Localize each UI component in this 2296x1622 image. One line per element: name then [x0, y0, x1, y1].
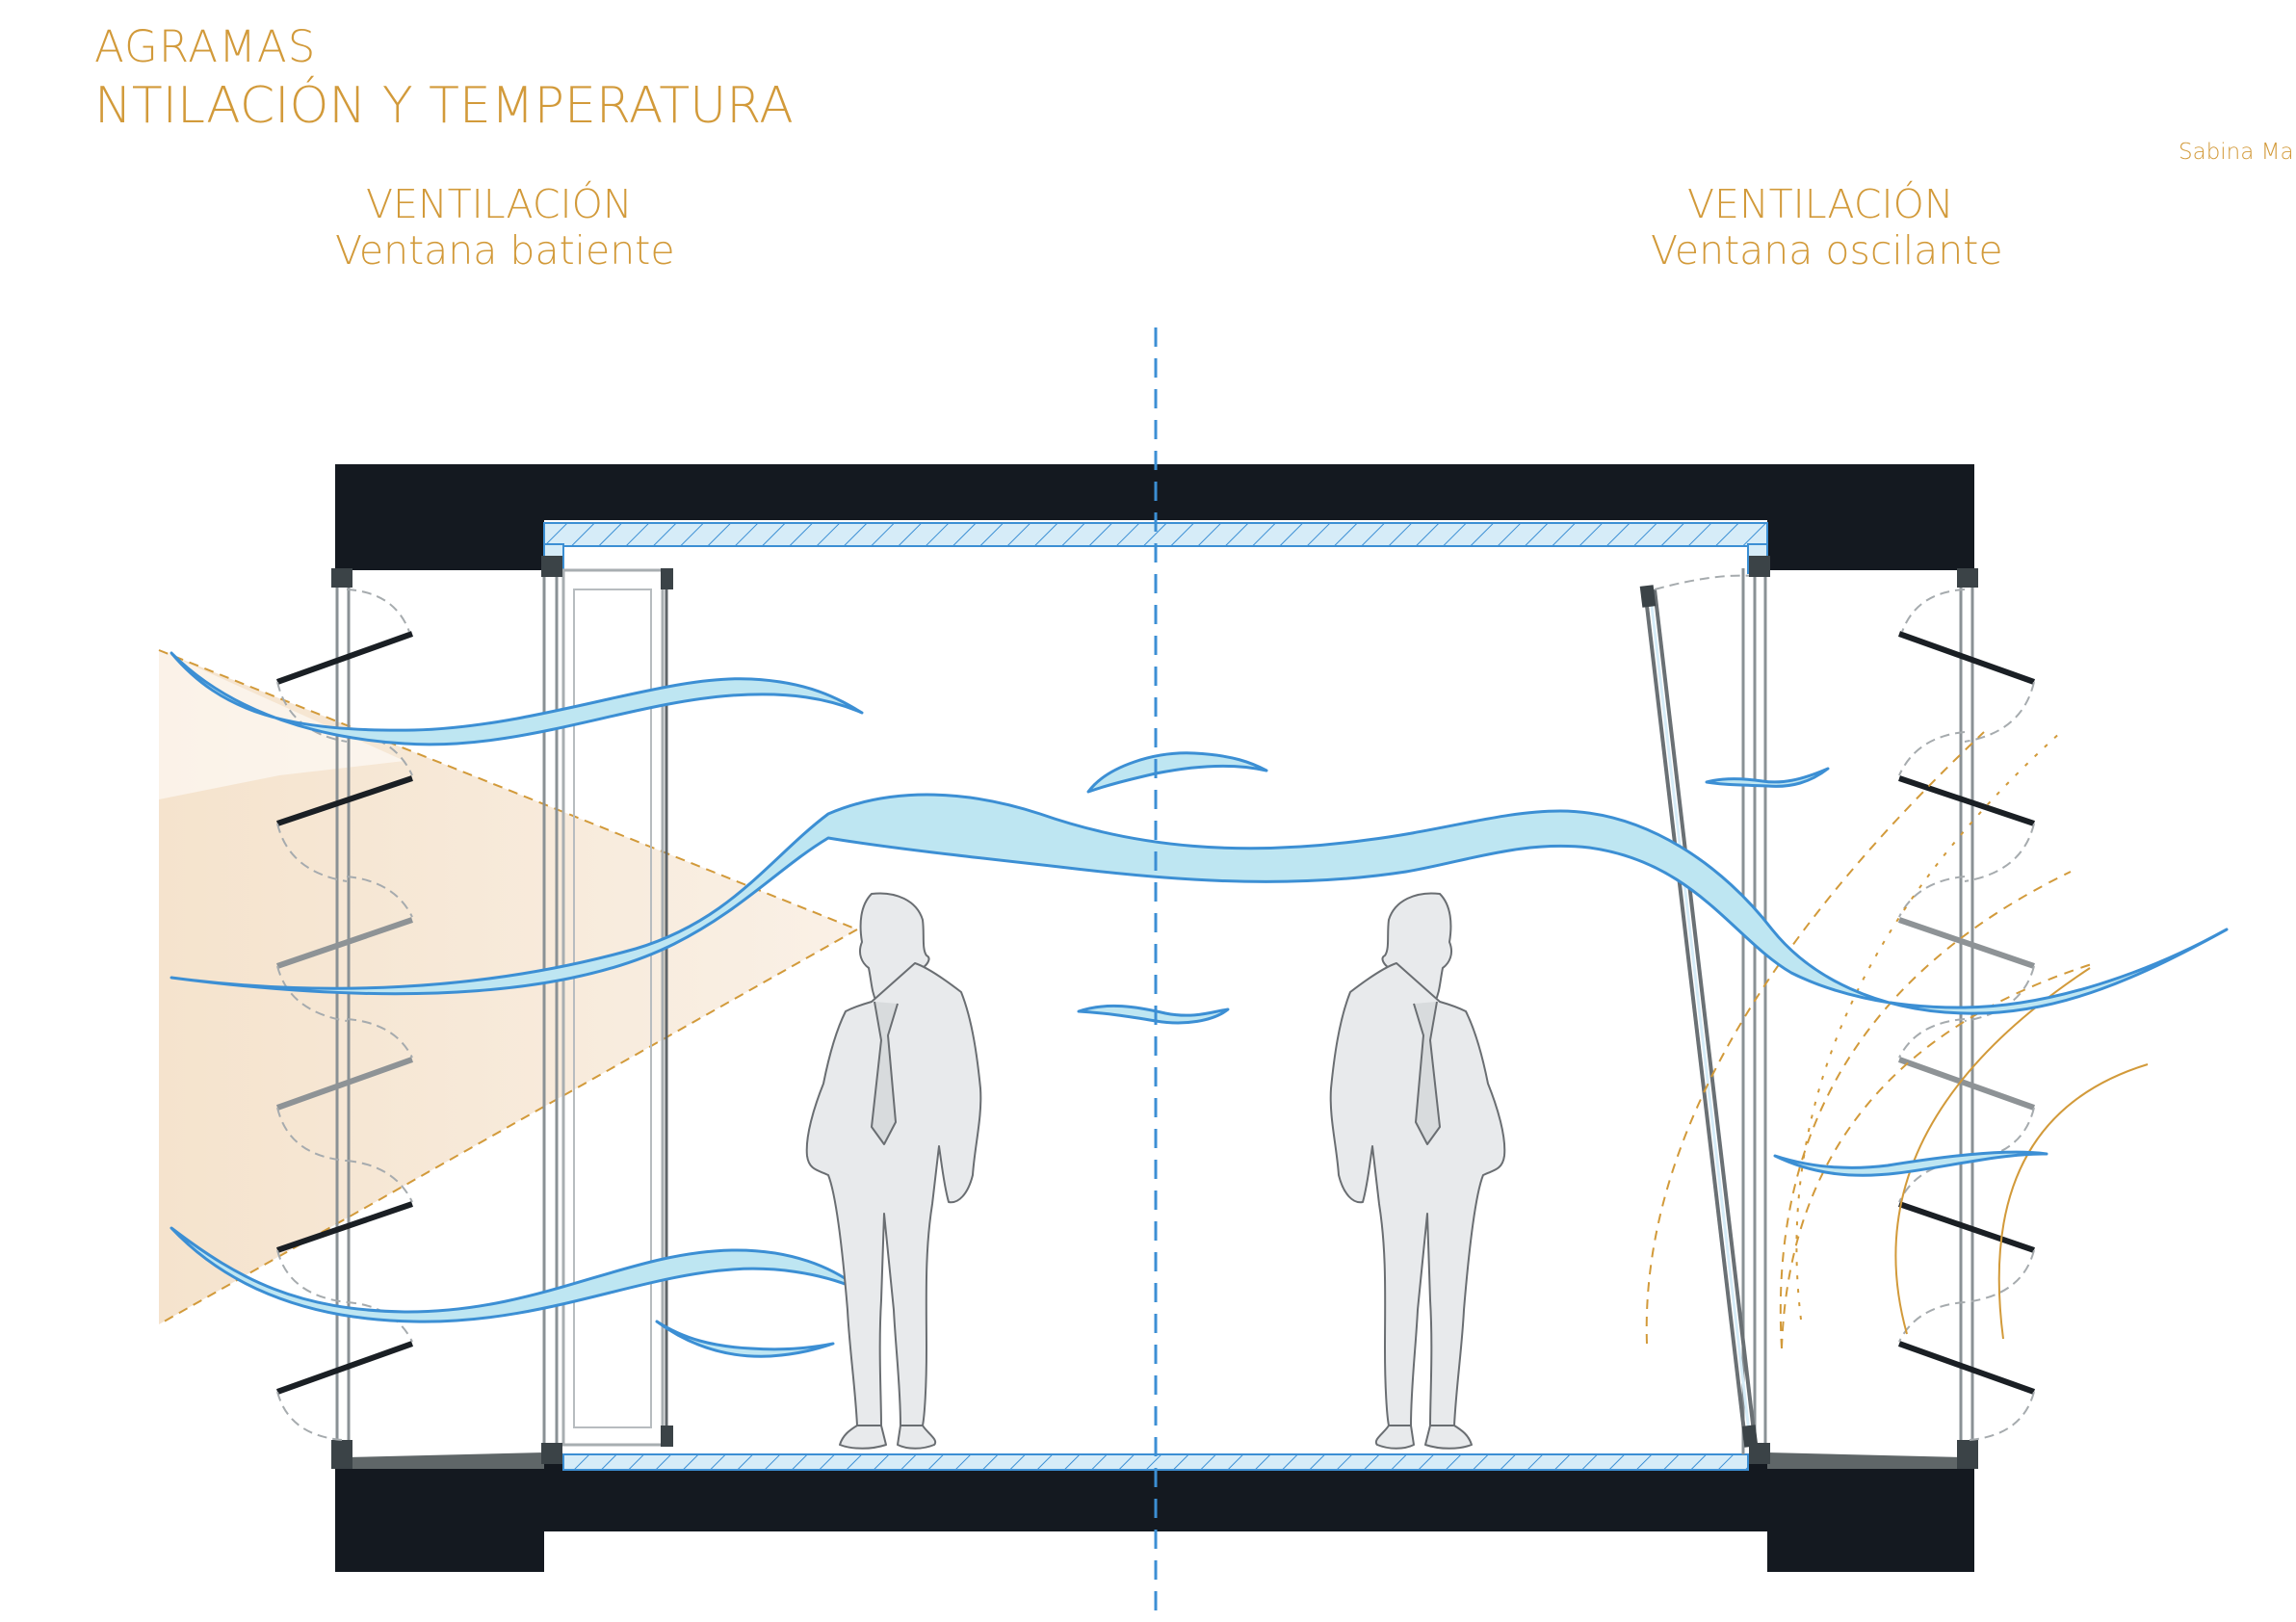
airflow-small-5	[1773, 1150, 2048, 1177]
airflow-small-2	[1077, 1004, 1230, 1025]
heat-arcs	[1645, 731, 2149, 1349]
airflow-small-3	[655, 1320, 835, 1358]
person-figure-left	[805, 892, 982, 1450]
person-figure-right	[1329, 892, 1506, 1450]
author-name: Sabina Ma	[2179, 140, 2294, 165]
right-panel-subheading: Ventana oscilante	[1651, 227, 2003, 274]
diagram-title: NTILACIÓN Y TEMPERATURA	[94, 77, 794, 135]
airflows	[170, 651, 2229, 1358]
airflow-small-4	[1705, 767, 1830, 788]
airflow-main	[170, 793, 2229, 1015]
tilt-window	[1639, 556, 1770, 1464]
airflow-small-1	[1086, 751, 1268, 794]
right-louvres	[1897, 589, 2036, 1441]
left-facade	[331, 568, 352, 1469]
left-panel-heading: VENTILACIÓN	[366, 181, 633, 227]
right-panel-heading: VENTILACIÓN	[1687, 181, 1954, 227]
airflow-top-left	[170, 651, 864, 746]
left-panel-subheading: Ventana batiente	[335, 227, 675, 274]
section-title: AGRAMAS	[94, 21, 317, 72]
